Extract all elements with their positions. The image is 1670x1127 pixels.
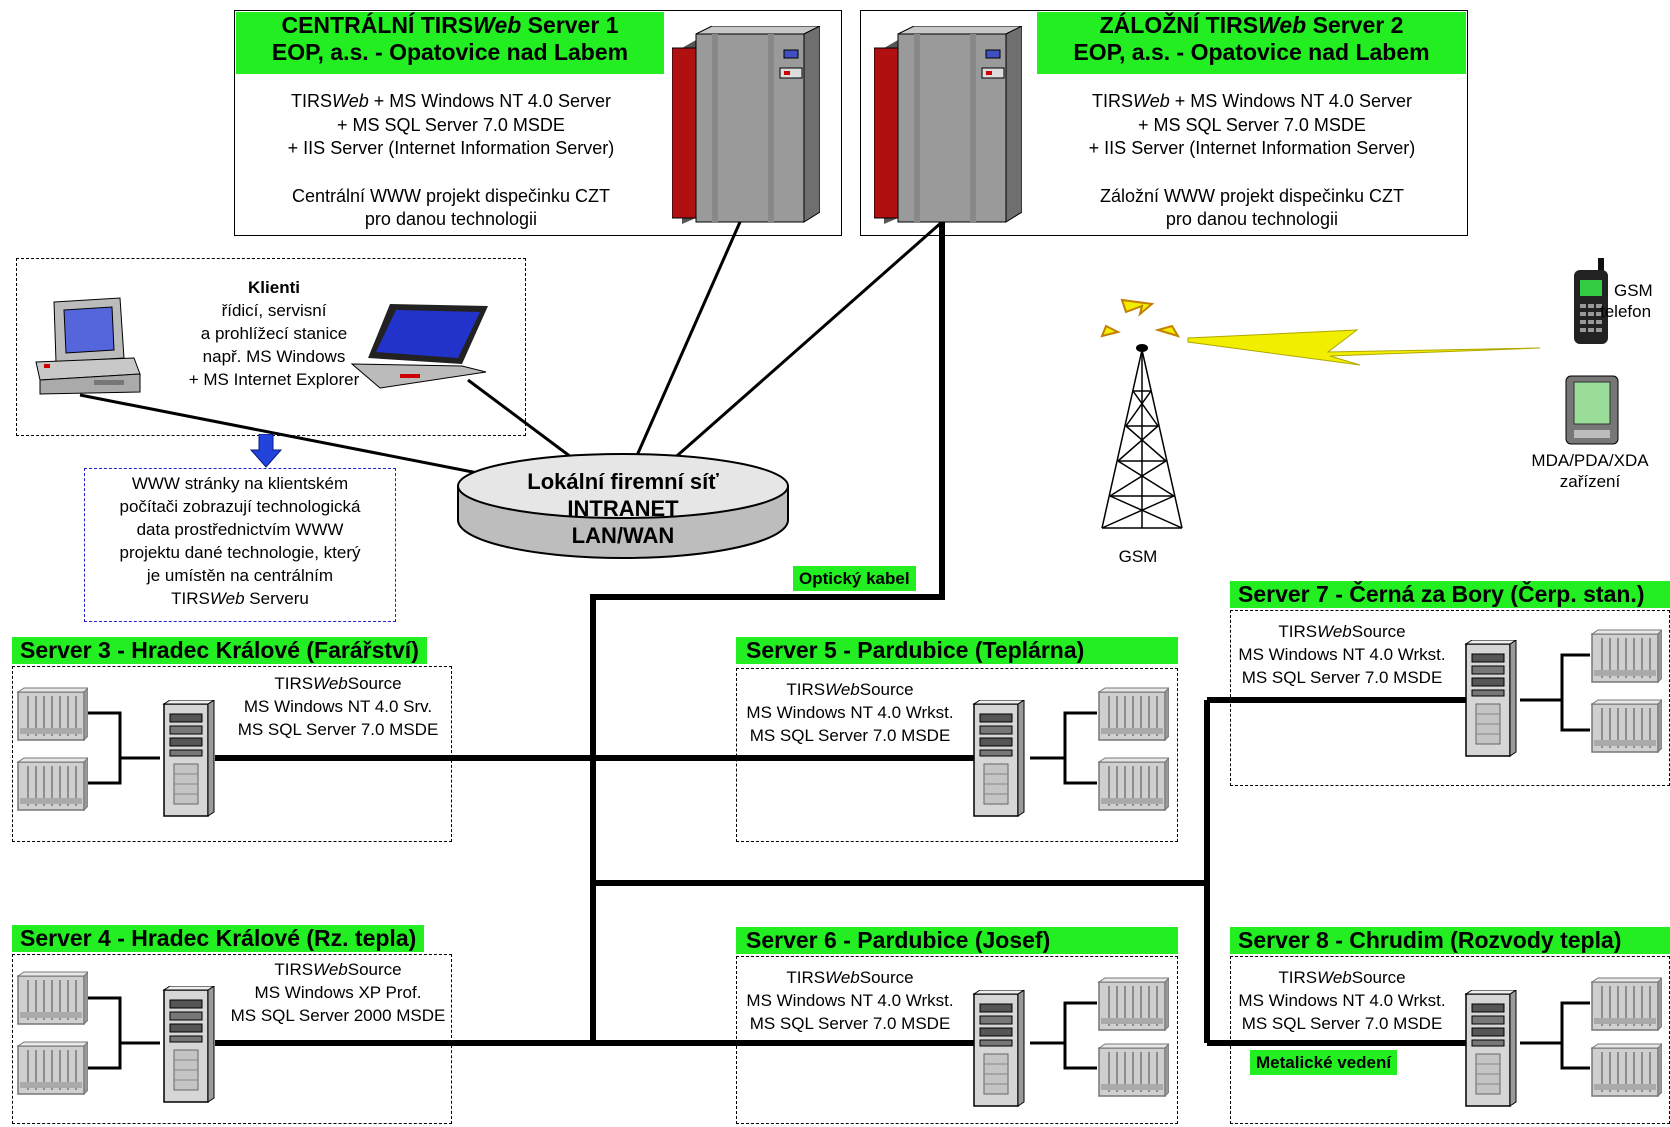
- lan-cloud-icon: [457, 453, 789, 559]
- server5-description: TIRSWebSource MS Windows NT 4.0 Wrkst. M…: [746, 680, 954, 745]
- server3-box: [12, 666, 452, 842]
- pda-label: MDA/PDA/XDA zařízení: [1531, 451, 1649, 491]
- server6-rtu-icon: [1098, 1043, 1169, 1097]
- gsm-lightning: [1187, 329, 1541, 366]
- server3-title: Server 3 - Hradec Králové (Farářství): [12, 637, 427, 664]
- server7-rtu-icon: [1591, 699, 1662, 753]
- server6-tower-icon: [973, 990, 1025, 1107]
- gsm-phone-label: GSM telefon: [1600, 281, 1653, 321]
- central-server-description: TIRSWeb + MS Windows NT 4.0 Server + MS …: [287, 91, 615, 229]
- gsm-tower-icon: [1100, 298, 1183, 529]
- www-note-text: WWW stránky na klientském počítači zobra…: [119, 474, 361, 608]
- central-server-box: [234, 10, 842, 236]
- server6-rtu-icon: [1098, 977, 1169, 1031]
- central-server-cabinet-icon: [672, 26, 820, 224]
- www-note-box: [84, 468, 396, 622]
- clients-description: Klienti řídicí, servisní a prohlížecí st…: [188, 278, 360, 389]
- backup-server-box: [860, 10, 1468, 236]
- server4-tower-icon: [163, 986, 215, 1103]
- server7-tower-icon: [1465, 640, 1517, 757]
- backup-server-description: TIRSWeb + MS Windows NT 4.0 Server + MS …: [1088, 91, 1416, 229]
- optical-cable-label: Optický kabel: [793, 566, 916, 591]
- server5-tower-icon: [973, 700, 1025, 817]
- server5-rtu-icon: [1098, 687, 1169, 741]
- server8-tower-icon: [1465, 990, 1517, 1107]
- mobile-phone-icon: [1574, 258, 1608, 344]
- server8-title: Server 8 - Chrudim (Rozvody tepla): [1230, 927, 1670, 954]
- central-server-title: CENTRÁLNÍ TIRSWeb Server 1 EOP, a.s. - O…: [236, 12, 664, 74]
- server4-title: Server 4 - Hradec Králové (Rz. tepla): [12, 925, 425, 952]
- server7-title: Server 7 - Černá za Bory (Čerp. stan.): [1230, 581, 1670, 608]
- laptop-icon: [350, 304, 488, 389]
- gsm-tower-label: GSM: [1118, 547, 1158, 566]
- server3-description: TIRSWebSource MS Windows NT 4.0 Srv. MS …: [237, 674, 439, 739]
- server5-title: Server 5 - Pardubice (Teplárna): [736, 637, 1178, 664]
- server7-description: TIRSWebSource MS Windows NT 4.0 Wrkst. M…: [1238, 622, 1446, 687]
- link-laptop-lan: [467, 378, 576, 462]
- server8-rtu-icon: [1591, 977, 1662, 1031]
- desktop-pc-icon: [35, 297, 141, 395]
- backup-server-cabinet-icon: [874, 26, 1022, 224]
- server4-description: TIRSWebSource MS Windows XP Prof. MS SQL…: [230, 960, 446, 1025]
- metallic-line-label: Metalické vedení: [1250, 1050, 1398, 1075]
- server7-rtu-icon: [1591, 629, 1662, 683]
- server3-tower-icon: [163, 700, 215, 817]
- server5-rtu-icon: [1098, 757, 1169, 811]
- server8-rtu-icon: [1591, 1043, 1662, 1097]
- link-server2-lan: [669, 220, 943, 464]
- pda-icon: [1565, 375, 1619, 445]
- server4-rtu-icon: [17, 1041, 88, 1095]
- server6-title: Server 6 - Pardubice (Josef): [736, 927, 1178, 954]
- server4-box: [12, 954, 452, 1124]
- lan-label: Lokální firemní síť INTRANET LAN/WAN: [527, 469, 719, 548]
- backup-server-title: ZÁLOŽNÍ TIRSWeb Server 2 EOP, a.s. - Opa…: [1037, 12, 1466, 74]
- server3-rtu-icon: [17, 757, 88, 811]
- server8-description: TIRSWebSource MS Windows NT 4.0 Wrkst. M…: [1238, 968, 1446, 1033]
- server5-box: [736, 668, 1178, 842]
- server3-rtu-icon: [17, 687, 88, 741]
- server4-rtu-icon: [17, 971, 88, 1025]
- download-arrow-icon: [250, 434, 282, 468]
- rtu-brackets: [88, 653, 1590, 1070]
- optical-backbone: [590, 222, 945, 1043]
- server6-box: [736, 956, 1178, 1124]
- server6-description: TIRSWebSource MS Windows NT 4.0 Wrkst. M…: [746, 968, 954, 1033]
- link-server1-lan: [633, 221, 742, 461]
